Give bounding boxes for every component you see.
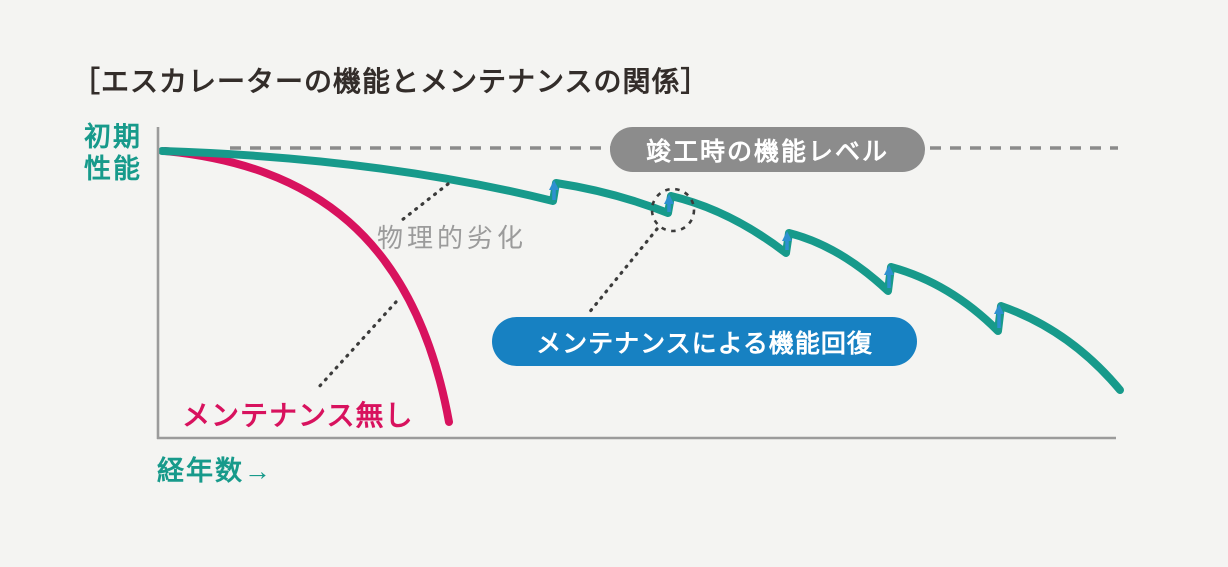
deterioration-label: 物理的劣化 (377, 223, 528, 253)
deterioration-leader-line (400, 182, 450, 222)
recovery-arrow-icon (664, 194, 674, 212)
y-axis-label: 初期 性能 (84, 122, 142, 185)
page-title: ［エスカレーターの機能とメンテナンスの関係］ (72, 66, 710, 97)
highlight-dashed-circle (650, 187, 696, 233)
no-maintenance-label: メンテナンス無し (182, 400, 414, 431)
x-axis-label: 経年数→ (157, 456, 273, 486)
recovery-arrow-icon (994, 304, 1004, 328)
recovery-arrow-icon (884, 265, 894, 288)
recovery-arrow-icon (782, 231, 792, 250)
maintenance-curve (158, 147, 1124, 394)
recovery-arrow-icons (549, 180, 1004, 328)
no-maintenance-leader-line (316, 300, 398, 390)
reference-level-badge: 竣工時の機能レベル (610, 127, 925, 172)
no-maintenance-curve (161, 147, 453, 426)
recovery-badge: メンテナンスによる機能回復 (492, 317, 917, 366)
recovery-arrow-icon (549, 180, 559, 200)
recovery-leader-line (586, 227, 659, 316)
